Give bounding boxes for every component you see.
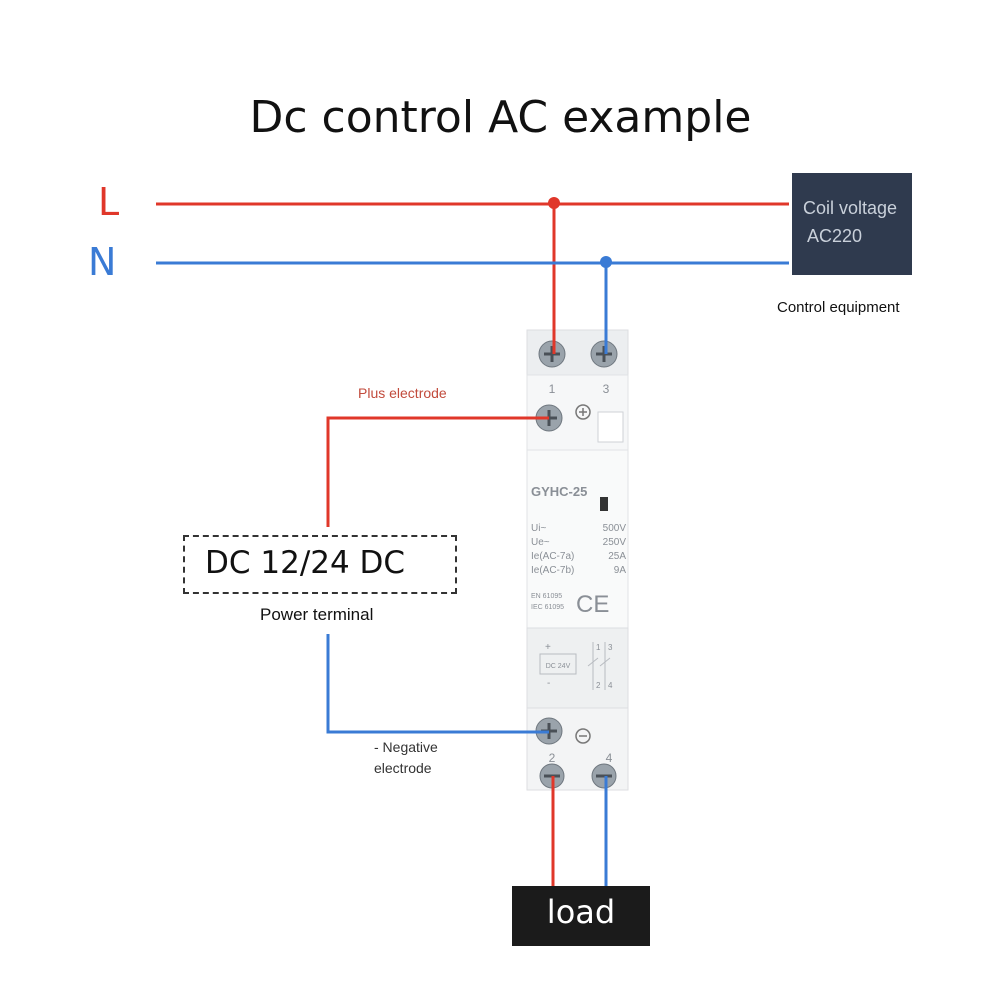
rating-label: Ue~ [531,537,550,548]
terminal-3-label: 3 [603,382,610,396]
negative-electrode-label: - Negative electrode [374,737,438,779]
plus-symbol-icon [575,404,591,420]
terminal-4-label: 4 [606,751,613,765]
power-terminal-caption: Power terminal [260,605,374,624]
standard-label: EN 61095 [531,593,562,600]
model-label: GYHC-25 [531,484,587,499]
terminal-1-label: 1 [549,382,556,396]
standard-label: IEC 61095 [531,604,564,611]
power-terminal-text: DC 12/24 DC [205,545,406,581]
schematic-n1: 1 [596,643,601,652]
rating-value: 9A [614,565,627,576]
control-equipment-label: Control equipment [777,299,900,316]
ce-mark: CE [576,591,609,618]
screw-terminal-4 [591,763,617,789]
coil-voltage-value: AC220 [807,226,863,246]
live-wire [156,202,789,354]
rating-value: 250V [603,537,627,548]
coil-voltage-label: Coil voltage [803,198,898,218]
plus-electrode-label: Plus electrode [358,385,447,401]
schematic-minus: - [547,678,550,689]
negative-electrode-line2: electrode [374,760,432,776]
device-schematic: DC 24V + - 1 3 2 4 [539,642,613,690]
diagram-title: Dc control AC example [249,92,752,143]
neutral-junction-dot [600,256,612,268]
schematic-n4: 4 [608,681,613,690]
indicator-window [597,411,624,443]
load-box [512,886,650,946]
schematic-plus: + [545,642,551,653]
screw-terminal-3 [590,340,618,368]
negative-electrode-line1: - Negative [374,739,438,755]
rating-label: Ui~ [531,523,546,534]
schematic-coil-label: DC 24V [546,663,571,670]
rating-label: Ie(AC-7a) [531,551,574,562]
coil-voltage-box [792,173,912,275]
neutral-wire [156,261,789,354]
negative-wire [326,634,549,734]
load-label: load [546,893,616,931]
rating-label: Ie(AC-7b) [531,565,574,576]
neutral-line-label: N [88,240,117,284]
schematic-n2: 2 [596,681,601,690]
minus-symbol-icon [575,728,591,744]
contactor-device [526,329,629,791]
plus-wire [326,416,549,527]
rating-value: 25A [608,551,626,562]
live-line-label: L [98,180,120,224]
status-indicator [600,497,608,511]
schematic-n3: 3 [608,643,613,652]
rating-value: 500V [603,523,627,534]
terminal-2-label: 2 [549,751,556,765]
live-junction-dot [548,197,560,209]
screw-terminal-1 [538,340,566,368]
power-terminal-box [183,535,457,594]
